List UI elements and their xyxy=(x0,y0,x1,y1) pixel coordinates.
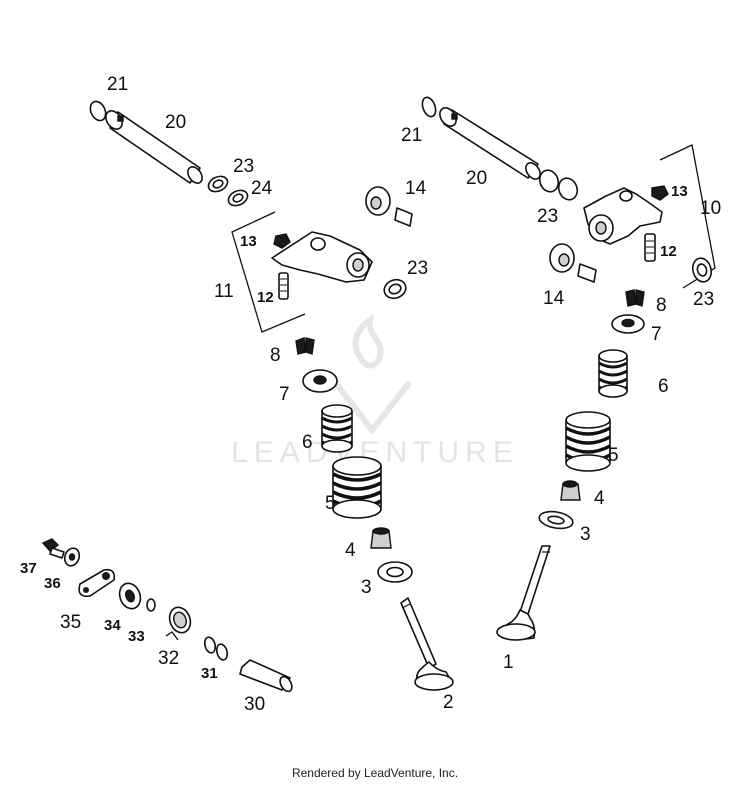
label-1: 1 xyxy=(503,652,514,673)
part-21-oring-left xyxy=(89,100,107,122)
part-21-oring-right xyxy=(421,96,437,118)
label-30: 30 xyxy=(244,694,265,715)
part-10-rocker-arm-right xyxy=(583,187,663,245)
label-11: 11 xyxy=(214,281,234,302)
label-5-left: 5 xyxy=(325,493,336,514)
part-3-spring-seat-right xyxy=(538,510,574,530)
label-34: 34 xyxy=(104,617,121,634)
watermark-flame-icon xyxy=(352,313,384,369)
part-23-washer-left-lower xyxy=(383,278,407,300)
part-23-washer-left xyxy=(207,175,229,193)
label-3-right: 3 xyxy=(580,524,591,545)
label-8-right: 8 xyxy=(656,295,667,316)
part-13-nut-right xyxy=(651,185,669,201)
label-13-left: 13 xyxy=(240,233,257,250)
part-5-outer-spring-right xyxy=(565,411,611,472)
label-6-left: 6 xyxy=(302,432,313,453)
part-30-pin xyxy=(239,659,293,693)
part-4-valve-seal-right xyxy=(560,480,581,501)
part-14-roller-right xyxy=(549,243,597,283)
label-5-right: 5 xyxy=(608,445,619,466)
label-12-left: 12 xyxy=(257,289,274,306)
part-14-roller-left xyxy=(365,186,413,227)
label-3-left: 3 xyxy=(361,577,372,598)
label-31: 31 xyxy=(201,665,218,682)
part-20-rocker-shaft-right xyxy=(439,107,541,180)
part-23-washer-right xyxy=(538,169,579,201)
label-7-left: 7 xyxy=(279,384,290,405)
label-37: 37 xyxy=(20,560,37,577)
label-21-right: 21 xyxy=(401,125,422,146)
label-23-right-lower: 23 xyxy=(693,289,714,310)
label-2: 2 xyxy=(443,692,454,713)
label-23-left: 23 xyxy=(233,156,254,177)
label-20-right: 20 xyxy=(466,168,487,189)
part-3-spring-seat-left xyxy=(377,561,413,583)
label-13-right: 13 xyxy=(671,183,688,200)
label-7-right: 7 xyxy=(651,324,662,345)
label-20-left: 20 xyxy=(165,112,186,133)
label-4-left: 4 xyxy=(345,540,356,561)
part-32-circlip xyxy=(165,606,192,641)
part-8-collets-left xyxy=(295,337,315,355)
part-6-inner-spring-right xyxy=(598,349,628,398)
part-1-intake-valve xyxy=(496,545,551,641)
bracket-11 xyxy=(231,211,306,333)
part-2-exhaust-valve xyxy=(400,597,454,691)
leadventure-watermark: LEADVENTURE xyxy=(231,313,513,469)
part-5-outer-spring-left xyxy=(332,456,382,519)
label-23-left-lower: 23 xyxy=(407,258,428,279)
part-34-bearing xyxy=(118,582,142,610)
label-33: 33 xyxy=(128,628,145,645)
part-24-washer-left xyxy=(227,189,249,207)
part-8-collets-right xyxy=(625,289,645,307)
label-8-left: 8 xyxy=(270,345,281,366)
label-21-left: 21 xyxy=(107,74,128,95)
part-labels: 21 20 23 24 13 11 12 14 23 21 20 23 13 1… xyxy=(20,74,721,715)
label-14-right: 14 xyxy=(543,288,565,309)
label-32: 32 xyxy=(158,648,179,669)
part-7-spring-retainer-left xyxy=(302,369,338,393)
watermark-v-icon xyxy=(332,380,413,435)
part-7-spring-retainer-right xyxy=(611,314,645,334)
part-6-inner-spring-left xyxy=(321,404,353,453)
part-4-valve-seal-left xyxy=(370,527,392,549)
label-12-right: 12 xyxy=(660,243,677,260)
label-10: 10 xyxy=(700,198,721,219)
part-36-washer xyxy=(63,547,81,567)
label-14-left: 14 xyxy=(405,178,427,199)
part-12-adjuster-screw-right xyxy=(644,233,656,262)
part-31-orings xyxy=(203,636,229,661)
part-20-rocker-shaft-left xyxy=(105,110,203,184)
label-35: 35 xyxy=(60,612,81,633)
part-13-nut-left xyxy=(273,233,291,249)
part-11-rocker-arm-left xyxy=(271,231,373,283)
label-24: 24 xyxy=(251,178,273,199)
part-37-bolt xyxy=(41,538,65,559)
part-23-washer-right-lower xyxy=(691,257,713,283)
label-4-right: 4 xyxy=(594,488,605,509)
label-36: 36 xyxy=(44,575,61,592)
part-12-adjuster-screw-left xyxy=(278,272,289,300)
part-35-plate xyxy=(78,568,116,598)
part-33-ring xyxy=(146,598,156,612)
label-23-right: 23 xyxy=(537,206,558,227)
footer-credit: Rendered by LeadVenture, Inc. xyxy=(292,766,458,780)
label-6-right: 6 xyxy=(658,376,669,397)
